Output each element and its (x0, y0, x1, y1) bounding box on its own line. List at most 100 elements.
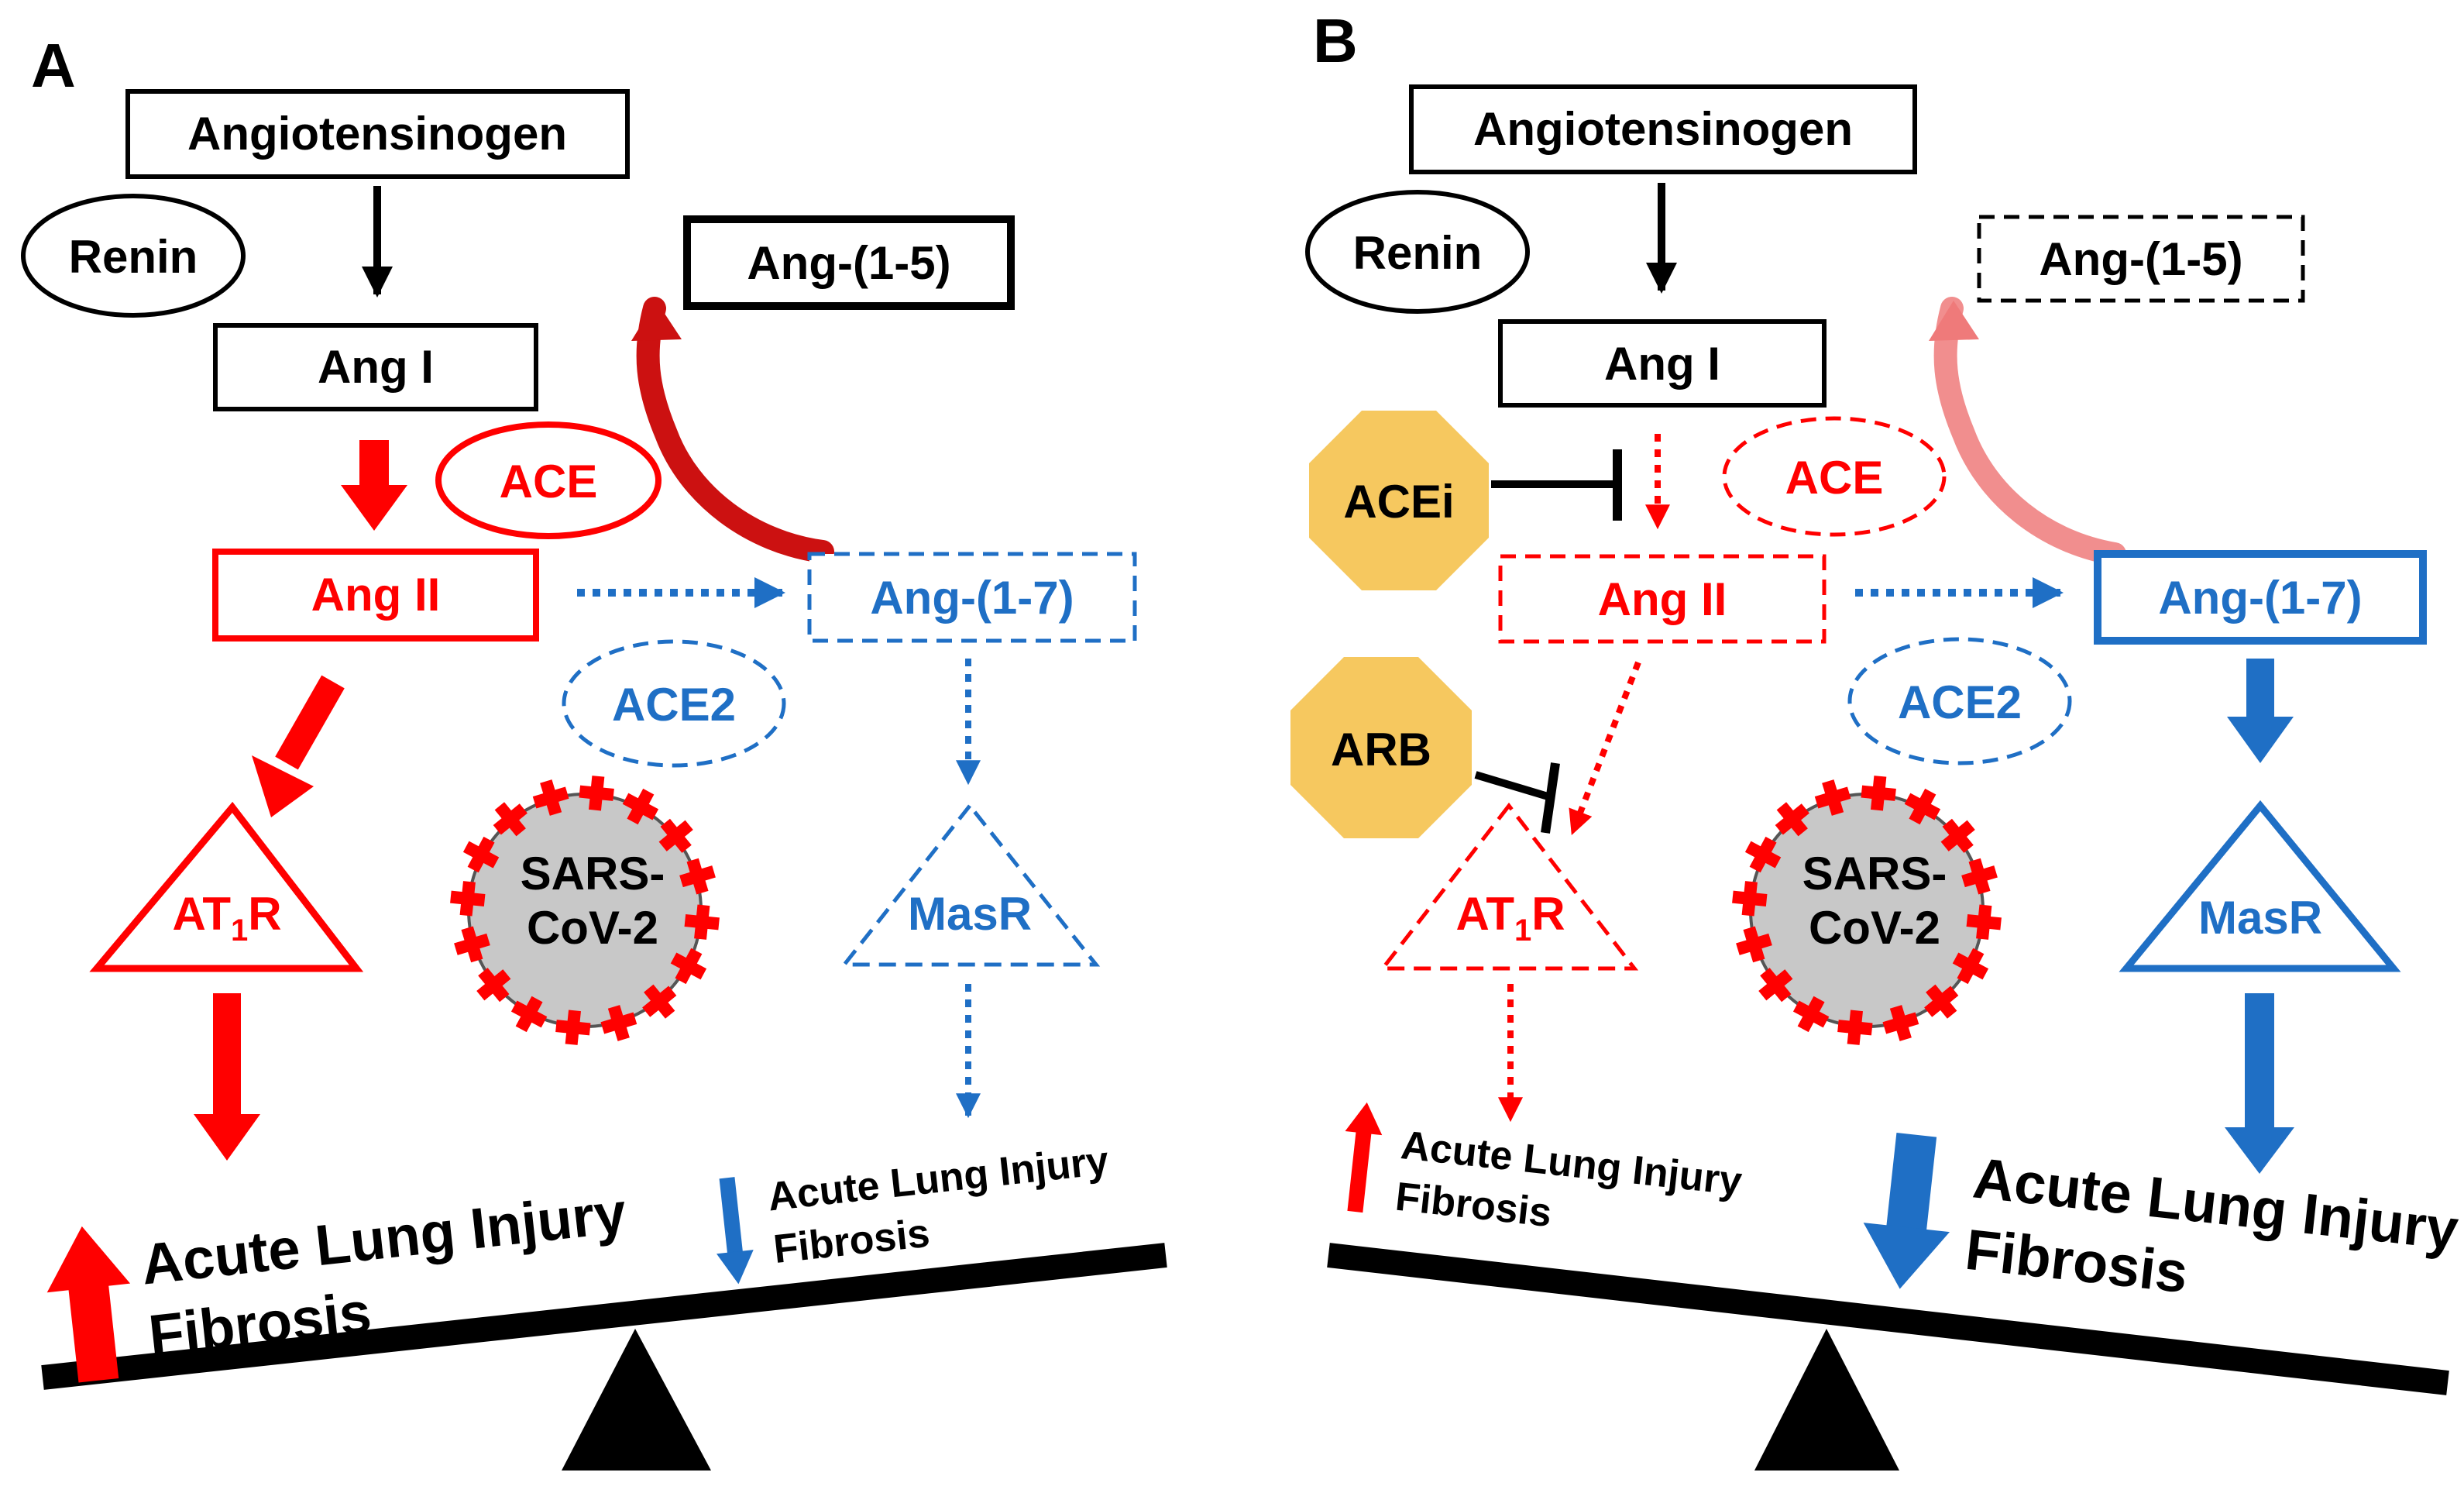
at1r-subscript: 1 (1514, 913, 1531, 948)
virus-spike (1792, 996, 1830, 1033)
curved-arrow-head (1929, 301, 1979, 341)
virus-spike (1837, 1010, 1873, 1045)
right-outcome-line2: Fibrosis (772, 1211, 932, 1273)
ace-label: ACE (500, 456, 598, 507)
arrow-ang2-to-at1r-shaft (275, 675, 345, 770)
virus-spike (1940, 818, 1975, 853)
left-outcome: Acute Lung Injury Fibrosis (1345, 1102, 1744, 1237)
virus-spike (555, 1010, 591, 1045)
virus-spike (454, 926, 490, 963)
virus-label-line1: SARS- (1802, 848, 1947, 900)
ang17-label: Ang-(1-7) (2158, 572, 2362, 624)
renin-label: Renin (69, 231, 198, 283)
ang2-box (212, 549, 539, 642)
down-arrow-shaft (719, 1177, 744, 1256)
seesaw-fulcrum (562, 1329, 711, 1471)
virus-label-line1: SARS- (521, 848, 665, 900)
angiotensinogen-box (125, 89, 630, 179)
virus-spike (476, 968, 511, 1003)
ang15-label: Ang-(1-5) (2039, 233, 2242, 285)
seesaw-beam (41, 1243, 1167, 1390)
virus-spike (450, 881, 486, 917)
at1r-main-text: AT (1455, 888, 1514, 940)
arrow-ang2-to-at1r (1569, 661, 1641, 835)
ang17-box (807, 552, 1137, 643)
arrow-ang1-to-ang2-shaft (359, 440, 389, 487)
masr-label: MasR (908, 888, 1032, 940)
virus-spike (1775, 802, 1809, 837)
panel-a-letter: A (31, 31, 76, 100)
at1r-triangle (1378, 802, 1639, 971)
virus-spike (1814, 779, 1851, 816)
virus-spike (1924, 984, 1959, 1019)
arrow-at1r-to-outcome-shaft (213, 993, 241, 1117)
virus-spike (1861, 776, 1896, 811)
ace-label: ACE (1785, 452, 1884, 504)
arb-octagon (1290, 657, 1472, 838)
down-arrow-head (1863, 1223, 1950, 1289)
up-arrow-shaft (68, 1281, 119, 1383)
arb-inhibition-bar (1541, 762, 1560, 834)
renin-label: Renin (1353, 227, 1483, 279)
panel-b: B Angiotensinogen Renin Ang I Ang-(1-5) … (1290, 6, 2462, 1471)
ace2-label: ACE2 (1898, 676, 2022, 728)
arrow-ang2-to-at1r-head (252, 755, 314, 817)
ace-ellipse (1722, 416, 1947, 537)
virus-spike (1966, 904, 2002, 940)
acei-octagon (1309, 411, 1489, 590)
arrow-ang17-to-masr-shaft (2246, 659, 2274, 721)
at1r-label: AT1R (172, 888, 281, 948)
angiotensinogen-box (1409, 84, 1917, 174)
right-outcome-line1: Acute Lung Injury (765, 1138, 1111, 1219)
ace2-label: ACE2 (612, 679, 736, 731)
virus-spike (1744, 836, 1782, 873)
at1r-label: AT1R (1455, 888, 1565, 948)
arrow-ang1-to-ang2-head (341, 485, 407, 531)
virus-label-line2: CoV-2 (1809, 902, 1940, 954)
panel-a: A Angiotensinogen Renin Ang I Ang-(1-5) … (21, 31, 1167, 1471)
ace2-ellipse (562, 639, 786, 768)
virus-spike (622, 788, 659, 825)
virus-spike (600, 1005, 637, 1041)
ang2-box (1498, 554, 1827, 644)
panel-b-letter: B (1313, 6, 1358, 75)
virus-spike (493, 802, 528, 837)
virus-spike (642, 984, 677, 1019)
at1r-main-text: AT (172, 888, 231, 940)
virus-spikes (1732, 776, 2002, 1045)
up-arrow-head (46, 1226, 131, 1293)
virus-spike (1736, 926, 1772, 963)
masr-label: MasR (2198, 892, 2322, 944)
up-arrow-head (1345, 1102, 1383, 1136)
virus-spike (1952, 948, 1989, 985)
ang15-label: Ang-(1-5) (747, 237, 950, 289)
ang1-box (1498, 319, 1827, 408)
ace2-ellipse (1847, 637, 2072, 765)
virus-spike (1882, 1005, 1919, 1041)
virus-spike (510, 996, 548, 1033)
ang1-box (213, 323, 538, 411)
down-arrow-shaft (1885, 1133, 1937, 1233)
seesaw-fulcrum (1754, 1329, 1899, 1471)
left-outcome-line2: Fibrosis (1394, 1175, 1554, 1237)
masr-triangle (2119, 800, 2401, 972)
ang2-label: Ang II (1598, 573, 1727, 625)
at1r-end-text: R (1531, 888, 1565, 940)
seesaw-beam (1327, 1243, 2449, 1395)
arrow-at1r-to-outcome-head (194, 1114, 260, 1161)
virus-spike (579, 776, 614, 811)
ang1-label: Ang I (318, 341, 434, 393)
down-arrow-head (717, 1250, 754, 1285)
curved-arrow-ace-to-ang15 (636, 297, 834, 563)
ang15-box (1977, 215, 2305, 303)
curved-arrow-ace-to-ang15 (1933, 297, 2126, 566)
virus-spike (1758, 968, 1793, 1003)
virus-spike (670, 948, 707, 985)
virus-spike (532, 779, 569, 816)
virus-spikes (450, 776, 720, 1045)
angiotensinogen-label: Angiotensinogen (187, 108, 567, 160)
virus-spike (658, 818, 693, 853)
ace-ellipse (435, 421, 662, 539)
virus-spike (1904, 788, 1941, 825)
